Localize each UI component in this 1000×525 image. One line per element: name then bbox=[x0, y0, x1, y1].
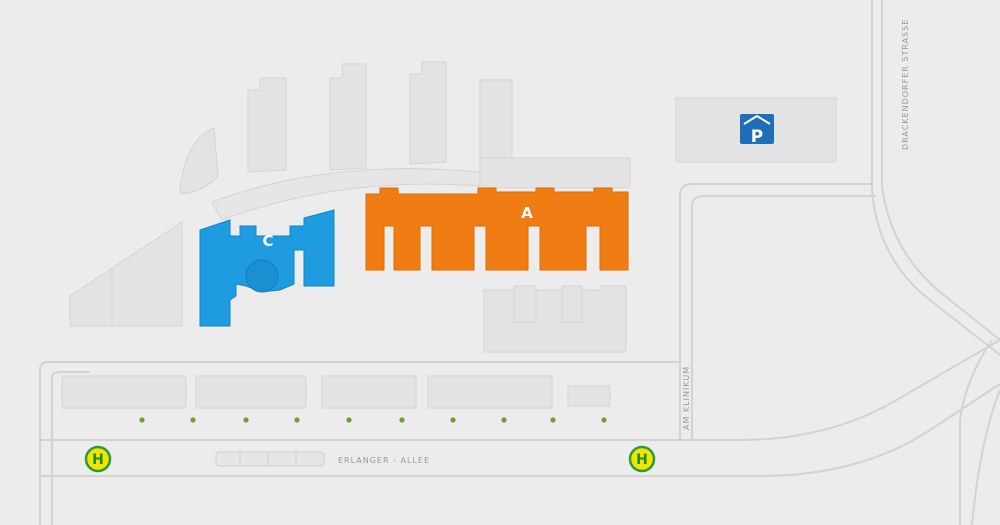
tree-icon bbox=[450, 417, 456, 423]
tree-icon bbox=[601, 417, 607, 423]
building-west-angled bbox=[69, 221, 183, 327]
road-junction-curve-2 bbox=[959, 339, 993, 525]
bus-stop-symbol: H bbox=[92, 452, 104, 468]
bus-stop-symbol: H bbox=[636, 452, 648, 468]
building-a-backplate bbox=[479, 157, 631, 189]
bus-stop-east[interactable]: H bbox=[628, 445, 656, 473]
road-am-klinikum-east bbox=[691, 195, 876, 440]
street-label-drackendorfer-strasse: DRACKENDORFER STRASSE bbox=[901, 19, 910, 150]
building-leaf bbox=[179, 127, 219, 195]
building-a-label: A bbox=[521, 204, 533, 222]
bus-stop-west[interactable]: H bbox=[84, 445, 112, 473]
building-c-label: C bbox=[262, 232, 273, 250]
building-c[interactable]: C bbox=[199, 209, 335, 327]
building-south-e-shape bbox=[483, 285, 627, 353]
tree-icon bbox=[139, 417, 145, 423]
tree-icon bbox=[243, 417, 249, 423]
road-am-klinikum bbox=[679, 183, 872, 440]
building-a[interactable]: A bbox=[365, 187, 629, 271]
road-west-service bbox=[39, 361, 680, 525]
street-label-am-klinikum: AM KLINIKUM bbox=[682, 366, 691, 430]
building-north-fingers bbox=[247, 61, 513, 173]
building-c-rotunda bbox=[245, 259, 279, 293]
tree-row bbox=[139, 417, 607, 423]
parking-symbol: P bbox=[751, 127, 763, 147]
road-erlanger-allee-south bbox=[40, 383, 1000, 477]
road-west-service-inner bbox=[51, 371, 90, 525]
bus-stop-icon bbox=[628, 445, 656, 473]
street-label-erlanger-allee: ERLANGER - ALLEE bbox=[338, 456, 430, 465]
tree-icon bbox=[294, 417, 300, 423]
tree-icon bbox=[501, 417, 507, 423]
road-network bbox=[39, 0, 1000, 525]
road-drackendorfer-strasse-east bbox=[881, 0, 1000, 341]
tree-icon bbox=[550, 417, 556, 423]
tree-icon bbox=[399, 417, 405, 423]
tree-icon bbox=[346, 417, 352, 423]
road-drackendorfer-strasse bbox=[871, 0, 1000, 356]
parking-garage[interactable]: P bbox=[675, 97, 837, 163]
parking-roof-chevron bbox=[743, 114, 771, 125]
tree-icon bbox=[190, 417, 196, 423]
tram-platform bbox=[215, 451, 325, 467]
road-erlanger-allee-north bbox=[40, 339, 1000, 441]
building-south-e-notches bbox=[513, 290, 583, 323]
bus-stop-icon bbox=[84, 445, 112, 473]
road-junction-curve bbox=[971, 389, 1000, 525]
building-south-row bbox=[61, 375, 611, 409]
